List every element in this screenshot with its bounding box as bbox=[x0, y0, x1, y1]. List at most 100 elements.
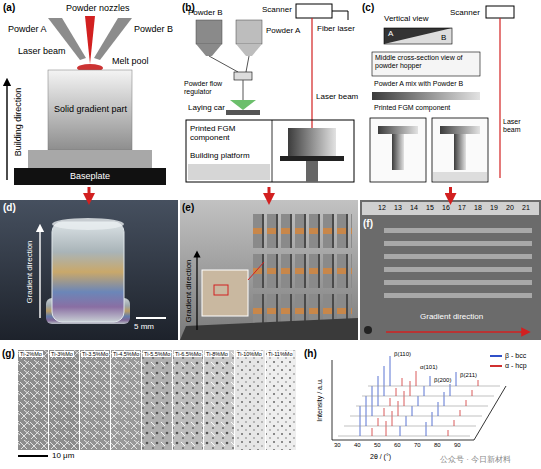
hopper-photo-part bbox=[384, 228, 532, 233]
label-text: Fiber laser bbox=[317, 24, 355, 33]
ded-schematic-part bbox=[14, 168, 166, 185]
label-text: Powder A bbox=[266, 26, 300, 35]
label-text: 12 bbox=[378, 204, 386, 212]
lpbf-schematic-part bbox=[280, 156, 344, 161]
label-text: Gradient direction bbox=[25, 240, 34, 303]
label-text: 15 bbox=[426, 204, 434, 212]
label-text: Ti-11%Mo bbox=[267, 351, 293, 357]
sem-tiles-part bbox=[142, 350, 172, 450]
label-text: 50 bbox=[374, 442, 381, 449]
xrd-plot-part bbox=[474, 386, 506, 440]
label-text: 2θ / (°) bbox=[370, 453, 391, 461]
legend-text: α - hcp bbox=[505, 362, 527, 369]
label-text: Ti-3%Mo bbox=[50, 351, 74, 357]
lpbf-photo-part bbox=[196, 254, 197, 330]
sem-tiles bbox=[18, 350, 296, 456]
hopper-schematic-part bbox=[440, 126, 480, 134]
label-text: Intensity / a.u. bbox=[316, 378, 324, 422]
ded-photo bbox=[0, 200, 178, 340]
lpbf-schematic-part bbox=[188, 164, 270, 180]
label-text: Baseplate bbox=[70, 171, 110, 181]
lpbf-schematic-part bbox=[272, 120, 273, 182]
ded-schematic-part bbox=[48, 70, 132, 150]
label-text: 90 bbox=[454, 442, 461, 449]
legend-row: β - bcc bbox=[490, 352, 526, 360]
lpbf-schematic-part bbox=[332, 11, 348, 20]
hopper-schematic-part bbox=[378, 126, 418, 134]
sem-tiles-part bbox=[49, 350, 79, 450]
lpbf-schematic-part bbox=[236, 44, 262, 56]
label-text: β(200) bbox=[433, 377, 452, 384]
label-text: Printed FGM component bbox=[190, 124, 268, 142]
label-text: Ti-3.5%Mo bbox=[81, 351, 109, 357]
hopper-photo-part bbox=[386, 331, 526, 333]
panel-arrow bbox=[268, 187, 271, 199]
label-text: 70 bbox=[414, 442, 421, 449]
hopper-schematic-part bbox=[499, 18, 500, 178]
lpbf-schematic-part bbox=[243, 80, 244, 100]
label-text: Powder nozzles bbox=[66, 3, 130, 13]
legend-swatch bbox=[490, 355, 502, 357]
lpbf-schematic-part bbox=[296, 4, 332, 18]
label-text: 80 bbox=[434, 442, 441, 449]
label-text: Gradient direction bbox=[184, 259, 193, 322]
label-text: Ti-10%Mo bbox=[236, 351, 263, 357]
label-text: Powder A bbox=[8, 24, 47, 34]
label-text: 19 bbox=[490, 204, 498, 212]
sem-tiles-part bbox=[18, 455, 48, 457]
label-text: 公众号 · 今日新材料 bbox=[440, 455, 511, 464]
label-text: Gradient direction bbox=[420, 312, 483, 321]
label-text: Laser beam bbox=[316, 92, 358, 101]
lpbf-photo-part bbox=[180, 200, 358, 340]
sem-tiles-part bbox=[266, 350, 296, 450]
xrd-plot-part bbox=[332, 360, 333, 440]
label-text: 16 bbox=[442, 204, 450, 212]
lpbf-photo-part bbox=[202, 270, 248, 316]
lpbf-photo-part bbox=[252, 212, 352, 330]
ded-photo-part bbox=[0, 200, 178, 340]
panel-letter: (h) bbox=[304, 348, 317, 359]
sem-tiles-part bbox=[173, 350, 203, 450]
label-text: 18 bbox=[474, 204, 482, 212]
hopper-photo-part bbox=[360, 200, 541, 340]
ded-schematic-part bbox=[94, 18, 132, 60]
label-text: Powder B bbox=[134, 24, 173, 34]
label-text: 21 bbox=[522, 204, 530, 212]
label-text: A bbox=[388, 29, 393, 38]
label-text: Powder flow regulator bbox=[184, 80, 230, 96]
xrd-plot bbox=[332, 356, 506, 440]
hopper-schematic-part bbox=[432, 118, 488, 182]
ded-photo-part bbox=[136, 317, 166, 319]
ded-schematic-part bbox=[85, 16, 95, 64]
label-text: 17 bbox=[458, 204, 466, 212]
label-text: 40 bbox=[354, 442, 361, 449]
label-text: α(101) bbox=[419, 364, 438, 371]
sem-tiles-part bbox=[204, 350, 234, 450]
sem-tiles-part bbox=[173, 350, 203, 450]
xrd-plot-part bbox=[368, 356, 500, 386]
figure-panel: (c) bbox=[360, 0, 541, 186]
panel-letter: (g) bbox=[2, 348, 15, 359]
hopper-photo bbox=[360, 200, 541, 340]
sem-tiles-part bbox=[80, 350, 110, 450]
hopper-schematic-part bbox=[384, 28, 452, 44]
legend-text: β - bcc bbox=[505, 352, 526, 359]
label-text: Printed FGM component bbox=[374, 104, 450, 112]
xrd-plot-part bbox=[350, 386, 482, 416]
sem-tiles-part bbox=[235, 350, 265, 450]
lpbf-photo-part bbox=[180, 318, 358, 340]
sem-tiles-part bbox=[49, 350, 79, 450]
ded-schematic-part bbox=[28, 150, 152, 168]
panel-letter: (c) bbox=[362, 2, 374, 13]
panel-arrow bbox=[449, 187, 452, 199]
lpbf-schematic-part bbox=[196, 20, 222, 44]
label-text: Powder B bbox=[188, 8, 223, 17]
hopper-photo-part bbox=[384, 241, 532, 246]
label-text: Scanner bbox=[262, 5, 292, 14]
hopper-schematic-part bbox=[433, 172, 487, 181]
lpbf-schematic-part bbox=[196, 44, 222, 56]
xrd-plot-part bbox=[338, 406, 470, 436]
